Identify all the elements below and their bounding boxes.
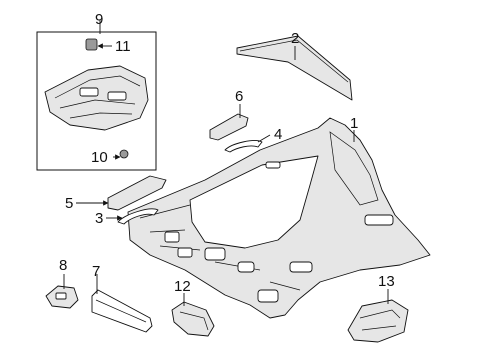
grab-handle-4 [224, 140, 263, 153]
headliner-recess-2 [237, 261, 255, 273]
lamp-8 [45, 285, 79, 309]
callout-3: 3 [95, 210, 103, 227]
callout-11: 11 [115, 38, 131, 55]
bracket-5 [107, 175, 167, 211]
lamp-13 [347, 299, 409, 343]
callout-1: 1 [350, 115, 358, 132]
callout-2: 2 [291, 30, 299, 47]
headliner-recess-3 [364, 214, 394, 226]
console-button-1 [79, 87, 99, 97]
grab-handle-3 [117, 208, 159, 225]
headliner [127, 117, 431, 319]
assembly-box [36, 31, 157, 171]
headliner-recess-5 [257, 289, 279, 303]
callout-10: 10 [91, 149, 108, 166]
overhead-console [44, 65, 149, 131]
leader-lines [63, 20, 389, 306]
callout-12: 12 [174, 278, 191, 295]
cover-12 [171, 301, 215, 337]
trim-strip [236, 35, 353, 101]
callout-9: 9 [95, 11, 103, 28]
sun-visor-7 [91, 289, 153, 333]
screw-10 [119, 149, 129, 159]
console-button-2 [107, 91, 127, 101]
headliner-recess-6 [164, 231, 180, 243]
callout-labels: 2 1 6 4 5 3 9 11 10 8 7 12 13 [59, 11, 395, 295]
callout-5: 5 [65, 195, 73, 212]
callout-8: 8 [59, 257, 67, 274]
bracket-6 [209, 113, 249, 141]
callout-4: 4 [274, 126, 282, 143]
bulb-11 [85, 38, 98, 51]
headliner-recess-7 [177, 247, 193, 258]
headliner-recess-8 [265, 161, 281, 169]
headliner-recess-4 [289, 261, 313, 273]
callout-7: 7 [92, 263, 100, 280]
callout-13: 13 [378, 273, 395, 290]
headliner-recess-1 [204, 247, 226, 261]
callout-6: 6 [235, 88, 243, 105]
